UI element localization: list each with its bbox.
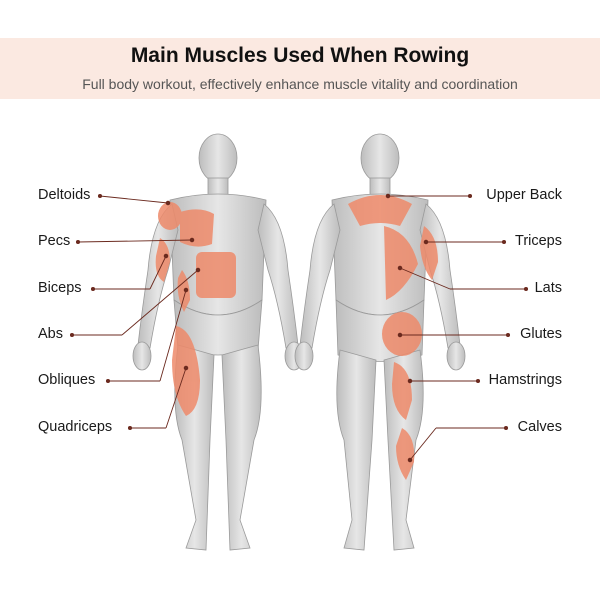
front-abs-muscle — [196, 252, 236, 298]
label-pecs: Pecs — [38, 233, 71, 249]
back-lat-muscle — [384, 226, 418, 300]
back-upper-back-muscle — [348, 195, 412, 226]
page-subtitle: Full body workout, effectively enhance m… — [82, 76, 518, 92]
label-biceps: Biceps — [38, 280, 82, 296]
back-hamstring-muscle — [392, 362, 412, 420]
label-hamstrings: Hamstrings — [488, 372, 562, 388]
label-obliques: Obliques — [38, 372, 96, 388]
page-title: Main Muscles Used When Rowing — [130, 44, 470, 67]
front-highlighted-muscles — [155, 202, 236, 416]
header-band — [0, 38, 600, 99]
front-pec-muscle — [180, 209, 214, 247]
label-quadriceps: Quadriceps — [38, 419, 113, 435]
front-oblique-muscle — [177, 270, 190, 312]
front-body-figure — [132, 133, 304, 551]
back-calf-muscle — [396, 428, 415, 480]
front-bicep-muscle — [155, 238, 170, 282]
label-lats: Lats — [534, 280, 562, 296]
label-deltoids: Deltoids — [38, 187, 91, 203]
label-glutes: Glutes — [520, 326, 562, 342]
front-quadricep-muscle — [172, 326, 200, 416]
leader-lines — [69, 193, 529, 463]
label-abs: Abs — [38, 326, 63, 342]
label-calves: Calves — [517, 419, 562, 435]
back-highlighted-muscles — [348, 195, 438, 480]
back-tricep-muscle — [420, 226, 438, 280]
label-triceps: Triceps — [515, 233, 562, 249]
label-upper-back: Upper Back — [486, 187, 562, 203]
front-deltoid-muscle — [158, 202, 182, 230]
